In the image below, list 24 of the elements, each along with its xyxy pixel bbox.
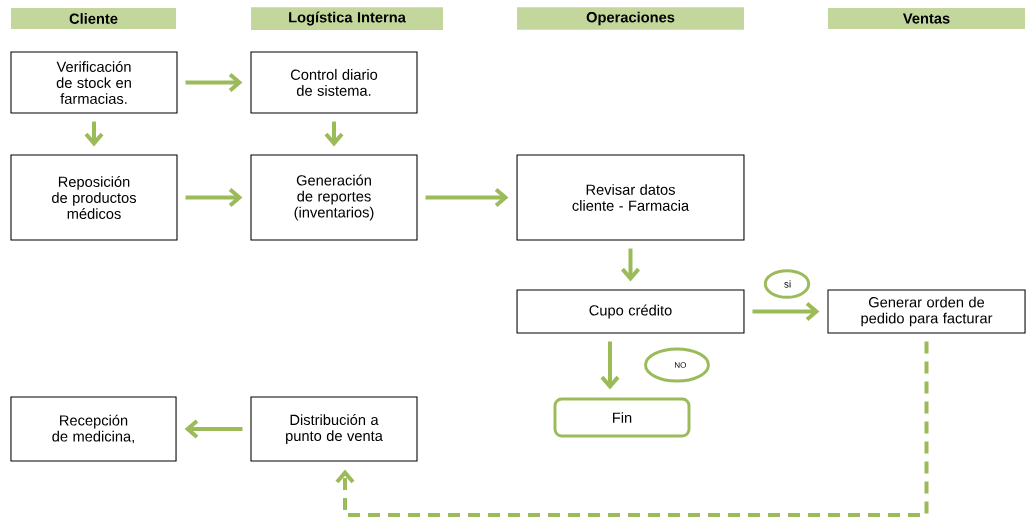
process-box: Generar orden de pedido para facturar	[827, 289, 1026, 334]
process-box: Generación de reportes (inventarios)	[250, 154, 418, 241]
lane-header: Logística Interna	[251, 7, 443, 30]
arrow	[752, 302, 820, 322]
arrow	[425, 188, 509, 208]
arrow	[84, 121, 104, 147]
arrow	[324, 121, 344, 147]
process-box: Revisar datos cliente - Farmacia	[516, 154, 745, 241]
arrow	[185, 188, 243, 208]
lane-header: Operaciones	[517, 7, 744, 30]
lane-header: Cliente	[10, 7, 177, 30]
process-box: Recepción de medicina,	[10, 396, 177, 462]
arrow	[335, 341, 929, 517]
process-box: Distribución a punto de venta	[250, 396, 418, 462]
process-box: Reposición de productos médicos	[10, 154, 178, 241]
end-box: Fin	[553, 397, 691, 438]
process-box: Verificación de stock en farmacias.	[10, 51, 178, 114]
arrow	[185, 73, 243, 93]
arrow	[621, 248, 641, 282]
arrow	[600, 341, 620, 390]
lane-header: Ventas	[827, 7, 1026, 30]
process-box: Control diario de sistema.	[250, 51, 418, 114]
process-box: Cupo crédito	[516, 289, 745, 334]
arrow	[184, 419, 243, 439]
